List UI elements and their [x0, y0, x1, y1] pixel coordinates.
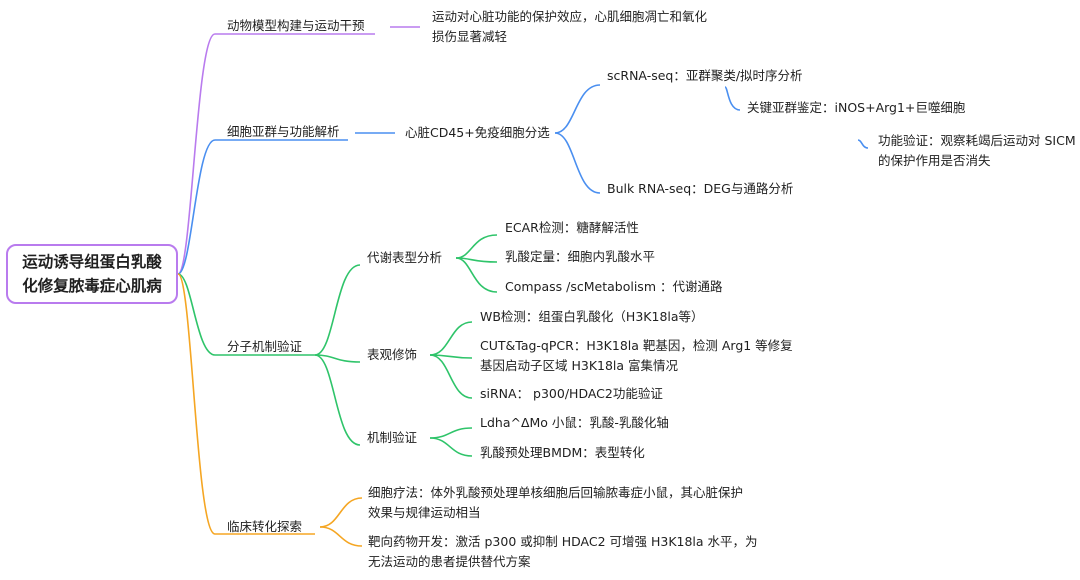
metabolic-label: 代谢表型分析	[367, 250, 443, 265]
mechanism-item: Ldha^ΔMo 小鼠：乳酸-乳酸化轴	[480, 415, 669, 430]
clinical-item: 靶向药物开发：激活 p300 或抑制 HDAC2 可增强 H3K18la 水平，…	[368, 534, 758, 569]
cell-scrna: scRNA-seq：亚群聚类/拟时序分析	[607, 68, 803, 83]
metabolic-item: 乳酸定量：细胞内乳酸水平	[505, 249, 656, 264]
branch-clinical-label: 临床转化探索	[227, 519, 303, 534]
clinical-links	[177, 273, 363, 547]
metabolic-item: Compass /scMetabolism ：代谢通路	[505, 279, 723, 294]
branch-molecular-label: 分子机制验证	[227, 339, 303, 354]
epigenetic-label: 表观修饰	[367, 347, 418, 362]
cell-func-check: 功能验证：观察耗竭后运动对 SICM 的保护作用是否消失	[878, 133, 1076, 168]
cell-sort: 心脏CD45+免疫细胞分选	[405, 125, 550, 140]
mechanism-label: 机制验证	[367, 430, 418, 445]
epigenetic-item: CUT&Tag-qPCR：H3K18la 靶基因，检测 Arg1 等修复基因启动…	[480, 338, 793, 373]
branch-animal-label: 动物模型构建与运动干预	[227, 18, 365, 33]
cell-bulk: Bulk RNA-seq：DEG与通路分析	[607, 181, 794, 196]
root-node: 运动诱导组蛋白乳酸化修复脓毒症心肌病	[6, 244, 178, 304]
epigenetic-item: siRNA： p300/HDAC2功能验证	[480, 386, 663, 401]
animal-links	[177, 26, 420, 275]
mechanism-item: 乳酸预处理BMDM：表型转化	[480, 445, 645, 460]
cell-key-subset: 关键亚群鉴定：iNOS+Arg1+巨噬细胞	[747, 100, 966, 115]
molecular-links	[177, 234, 498, 457]
cell-links	[177, 84, 869, 275]
epigenetic-item: WB检测：组蛋白乳酸化（H3K18la等）	[480, 309, 704, 324]
branch-cell-label: 细胞亚群与功能解析	[227, 124, 340, 139]
clinical-item: 细胞疗法：体外乳酸预处理单核细胞后回输脓毒症小鼠，其心脏保护效果与规律运动相当	[368, 485, 744, 520]
animal-result: 运动对心脏功能的保护效应，心肌细胞凋亡和氧化损伤显著减轻	[432, 9, 708, 44]
metabolic-item: ECAR检测：糖酵解活性	[505, 220, 639, 235]
